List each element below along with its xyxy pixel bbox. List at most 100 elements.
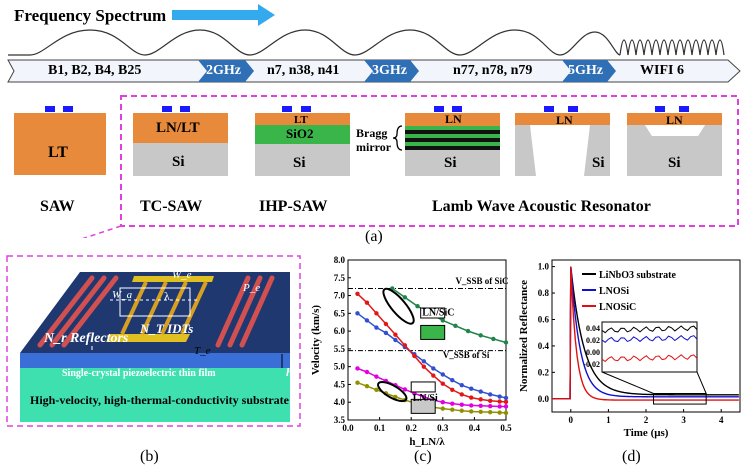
y-tick-label: 0.4 [538, 341, 550, 351]
si-inset-ln [410, 381, 436, 393]
inset-series [601, 325, 698, 334]
data-point [364, 369, 370, 375]
y-tick-label: 4.0 [334, 397, 346, 407]
band-label-2: n7, n38, n41 [267, 63, 340, 78]
band-label-wifi: WIFI 6 [640, 63, 684, 78]
layer-lt-ihp: LT [294, 114, 308, 126]
si-inset-sub [410, 398, 436, 414]
data-point [393, 337, 398, 343]
data-point [440, 381, 445, 386]
series-line [552, 266, 739, 401]
data-point [355, 366, 360, 371]
data-point [415, 304, 420, 309]
data-point [459, 408, 464, 413]
series-line [552, 266, 739, 400]
x-tick-label: 0.4 [469, 423, 481, 433]
data-point [440, 318, 445, 323]
data-point [393, 394, 398, 400]
x-axis-label: h_LN/λ [409, 436, 445, 448]
marker-3ghz [364, 60, 419, 82]
data-point [421, 364, 427, 369]
si-ellipse [377, 381, 408, 403]
idt-label: N_T IDTs [140, 321, 194, 336]
sic-inset-ln [420, 307, 446, 319]
panel-label-c: (c) [414, 448, 432, 465]
panel-b-border [6, 255, 301, 427]
data-point [488, 403, 493, 409]
inset-tick-label: 0.04 [586, 324, 600, 333]
data-point [402, 387, 408, 392]
film-label: Single-crystal piezoelectric thin film [62, 368, 216, 379]
legend-label: LNOSi [599, 286, 629, 297]
annotation-vssb-si: V_SSB of Si [443, 350, 490, 360]
data-point [469, 403, 474, 408]
label-tc-saw: TC-SAW [140, 198, 203, 215]
data-point [393, 332, 398, 337]
marker-label-5ghz: 5GHz [568, 63, 603, 78]
label-saw: SAW [40, 198, 75, 215]
spectrum-title: Frequency Spectrum [14, 6, 167, 25]
label-ihp-saw: IHP-SAW [259, 198, 328, 215]
data-point [503, 340, 509, 345]
sic-ellipse [382, 287, 415, 325]
layer-si-cavity: Si [668, 155, 681, 171]
device-cross-sections [14, 95, 739, 238]
bragg-mirror-label: Bragg mirror [356, 126, 392, 154]
data-point [383, 321, 389, 327]
data-point [364, 300, 370, 305]
x-tick-label: 4 [719, 415, 724, 425]
annotation-ln-si: LN/Si [413, 393, 438, 404]
marker-5ghz [562, 60, 616, 82]
dim-wa: W_a [112, 289, 133, 301]
data-point [503, 410, 509, 416]
y-tick-label: 0.8 [538, 288, 550, 298]
lamb-wave-box [120, 95, 739, 227]
substrate-label: High-velocity, high-thermal-conductivity… [30, 393, 289, 407]
data-point [453, 323, 458, 328]
data-point [364, 384, 370, 389]
band-label-1: B1, B2, B4, B25 [48, 63, 142, 78]
spectrum-wave [8, 29, 621, 56]
data-point [374, 374, 379, 379]
y-tick-label: 0.2 [538, 367, 550, 377]
data-point [503, 395, 509, 401]
inset-tick-label: 0.02 [586, 336, 600, 345]
series-line [552, 266, 739, 400]
data-point [355, 380, 360, 385]
legend-label: LNOSiC [599, 302, 636, 313]
y-tick-label: 1.0 [538, 262, 550, 272]
x-tick-label: 2 [644, 415, 649, 425]
y-tick-label: 6.5 [334, 308, 346, 318]
panel-label-a: (a) [365, 228, 383, 245]
data-point [450, 407, 455, 412]
dim-pe: P_e [243, 282, 261, 294]
data-point [497, 394, 502, 399]
data-point [488, 398, 493, 403]
data-point [355, 311, 360, 316]
data-point [478, 389, 483, 394]
y-tick-label: 7.5 [334, 273, 346, 283]
y-tick-label: 0.0 [538, 394, 550, 404]
data-point [497, 399, 502, 404]
annotation-ln-sic: LN/SiC [422, 308, 454, 319]
layer-ln-bragg: LN [445, 112, 462, 126]
data-point [488, 392, 493, 397]
data-point [469, 386, 474, 391]
x-tick-label: 0 [569, 415, 574, 425]
frequency-arrow [172, 4, 275, 26]
x-tick-label: 3 [681, 415, 686, 425]
data-point [431, 373, 436, 378]
data-point [402, 295, 408, 300]
data-point [469, 409, 474, 414]
data-point [459, 402, 464, 407]
data-point [364, 318, 370, 323]
panel-label-d: (d) [622, 448, 641, 465]
layer-lt: LT [48, 144, 68, 161]
plot-frame [347, 259, 507, 421]
y-axis-label: Velocity (km/s) [310, 305, 322, 376]
x-tick-label: 0.0 [342, 423, 354, 433]
inset-series [601, 354, 698, 363]
data-point [497, 404, 502, 409]
layer-ln-cavity: LN [666, 113, 683, 127]
